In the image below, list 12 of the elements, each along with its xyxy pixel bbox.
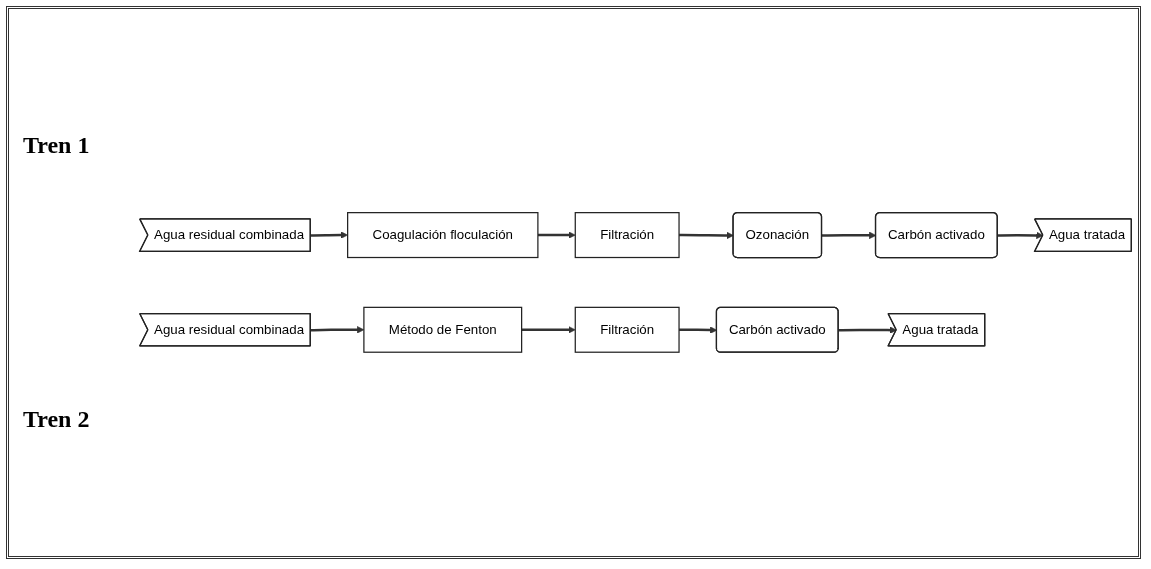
arrow xyxy=(838,326,897,334)
node-box: Filtración xyxy=(574,212,680,259)
arrow xyxy=(521,326,576,334)
node-box: Coagulación floculación xyxy=(347,212,539,259)
train-heading: Tren 1 xyxy=(23,132,91,160)
node-box: Método de Fenton xyxy=(363,306,523,353)
arrow xyxy=(310,231,348,239)
train-heading: Tren 2 xyxy=(23,405,91,433)
arrow xyxy=(537,231,576,239)
arrow xyxy=(997,231,1044,240)
node-box: Filtración xyxy=(574,306,680,353)
arrow xyxy=(679,231,734,240)
